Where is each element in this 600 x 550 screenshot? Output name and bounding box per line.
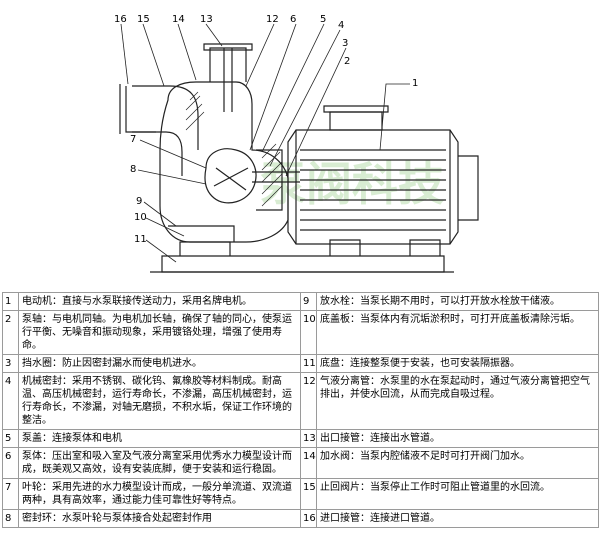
part-number: 10 [300,310,317,355]
part-number: 1 [2,292,19,311]
part-description: 泵体：压出室和吸入室及气液分离室采用优秀水力模型设计而成，既美观又高效，设有安装… [18,447,301,479]
parts-table: 1 电动机：直接与水泵联接传送动力，采用名牌电机。 9 放水栓：当泵长期不用时，… [2,292,599,528]
part-description: 泵轴：与电机同轴。为电机加长轴，确保了轴的同心，使泵运行平衡、无噪音和振动现象，… [18,310,301,355]
part-description: 挡水圈：防止因密封漏水而使电机进水。 [18,354,301,373]
part-number: 16 [300,509,317,528]
part-description: 放水栓：当泵长期不用时，可以打开放水栓放干储液。 [316,292,599,311]
part-description: 机械密封：采用不锈钢、碳化钨、氟橡胶等材料制成。耐高温、高压机械密封，运行寿命长… [18,372,301,430]
part-number: 3 [2,354,19,373]
callout-5: 5 [320,14,326,25]
callout-7: 7 [130,134,136,145]
table-row: 7 叶轮：采用先进的水力模型设计而成，一般分单流道、双流道两种，具有高效率，通过… [2,478,599,510]
callout-11: 11 [134,234,147,245]
callout-13: 13 [200,14,213,25]
part-number: 4 [2,372,19,430]
part-number: 5 [2,429,19,448]
part-description: 叶轮：采用先进的水力模型设计而成，一般分单流道、双流道两种，具有高效率，通过能力… [18,478,301,510]
callout-1: 1 [412,78,418,89]
table-row: 2 泵轴：与电机同轴。为电机加长轴，确保了轴的同心，使泵运行平衡、无噪音和振动现… [2,310,599,355]
part-description: 电动机：直接与水泵联接传送动力，采用名牌电机。 [18,292,301,311]
part-description: 出口接管：连接出水管道。 [316,429,599,448]
part-number: 8 [2,509,19,528]
part-number: 7 [2,478,19,510]
part-description: 密封环：水泵叶轮与泵体接合处起密封作用 [18,509,301,528]
table-row: 4 机械密封：采用不锈钢、碳化钨、氟橡胶等材料制成。耐高温、高压机械密封，运行寿… [2,372,599,430]
part-description: 止回阀片：当泵停止工作时可阻止管道里的水回流。 [316,478,599,510]
callout-12: 12 [266,14,279,25]
part-description: 加水阀：当泵内腔储液不足时可打开阀门加水。 [316,447,599,479]
pump-structure-drawing: 泵阀科技 [114,14,479,273]
callout-15: 15 [137,14,150,25]
part-number: 2 [2,310,19,355]
table-row: 8 密封环：水泵叶轮与泵体接合处起密封作用 16 进口接管：连接进口管道。 [2,509,599,528]
callout-14: 14 [172,14,185,25]
callout-9: 9 [136,196,142,207]
part-description: 底盘：连接整泵便于安装，也可安装隔振器。 [316,354,599,373]
pump-outline [119,43,479,273]
part-description: 底盖板：当泵体内有沉垢淤积时，可打开底盖板清除污垢。 [316,310,599,355]
callout-6: 6 [290,14,296,25]
callout-16: 16 [114,14,127,25]
table-row: 6 泵体：压出室和吸入室及气液分离室采用优秀水力模型设计而成，既美观又高效，设有… [2,447,599,479]
part-number: 12 [300,372,317,430]
callout-10: 10 [134,212,147,223]
table-row: 3 挡水圈：防止因密封漏水而使电机进水。 11 底盘：连接整泵便于安装，也可安装… [2,354,599,373]
part-number: 15 [300,478,317,510]
table-row: 1 电动机：直接与水泵联接传送动力，采用名牌电机。 9 放水栓：当泵长期不用时，… [2,292,599,311]
callout-3: 3 [342,38,348,49]
leader-lines [120,23,410,263]
callout-8: 8 [130,164,136,175]
part-number: 13 [300,429,317,448]
callout-2: 2 [344,56,350,67]
part-description: 泵盖：连接泵体和电机 [18,429,301,448]
callout-4: 4 [338,20,344,31]
part-number: 9 [300,292,317,311]
part-number: 14 [300,447,317,479]
part-description: 气液分离管：水泵里的水在泵起动时，通过气液分离管把空气排出，并使水回流，从而完成… [316,372,599,430]
part-number: 6 [2,447,19,479]
table-row: 5 泵盖：连接泵体和电机 13 出口接管：连接出水管道。 [2,429,599,448]
part-description: 进口接管：连接进口管道。 [316,509,599,528]
part-number: 11 [300,354,317,373]
